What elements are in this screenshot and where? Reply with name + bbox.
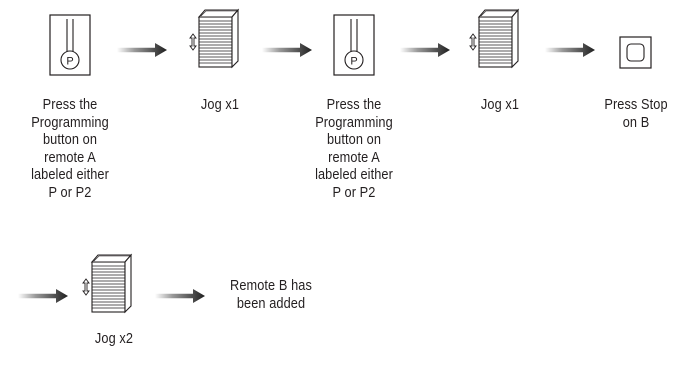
p-button-glyph: P	[350, 56, 357, 68]
step-caption: Press the Programming button on remote A…	[31, 97, 109, 201]
flow-arrow	[262, 43, 312, 57]
flow-arrow	[545, 43, 595, 57]
flow-arrow	[117, 43, 167, 57]
remote-p-button-icon: P	[49, 14, 91, 76]
stop-button-icon	[619, 36, 652, 69]
step-caption: Press Stop on B	[604, 97, 668, 131]
p-button-glyph: P	[66, 56, 73, 68]
shutter-door-icon	[189, 9, 239, 68]
result-caption: Remote B has been added	[230, 278, 312, 312]
step-caption: Jog x1	[200, 97, 240, 113]
step-caption: Press the Programming button on remote A…	[315, 97, 393, 201]
flow-arrow	[155, 289, 205, 303]
flow-arrow	[18, 289, 68, 303]
flow-arrow	[400, 43, 450, 57]
remote-p-button-icon: P	[333, 14, 375, 76]
shutter-door-icon	[469, 9, 519, 68]
step-caption: Jog x1	[480, 97, 520, 113]
step-caption: Jog x2	[94, 331, 134, 347]
shutter-door-icon	[82, 254, 132, 313]
